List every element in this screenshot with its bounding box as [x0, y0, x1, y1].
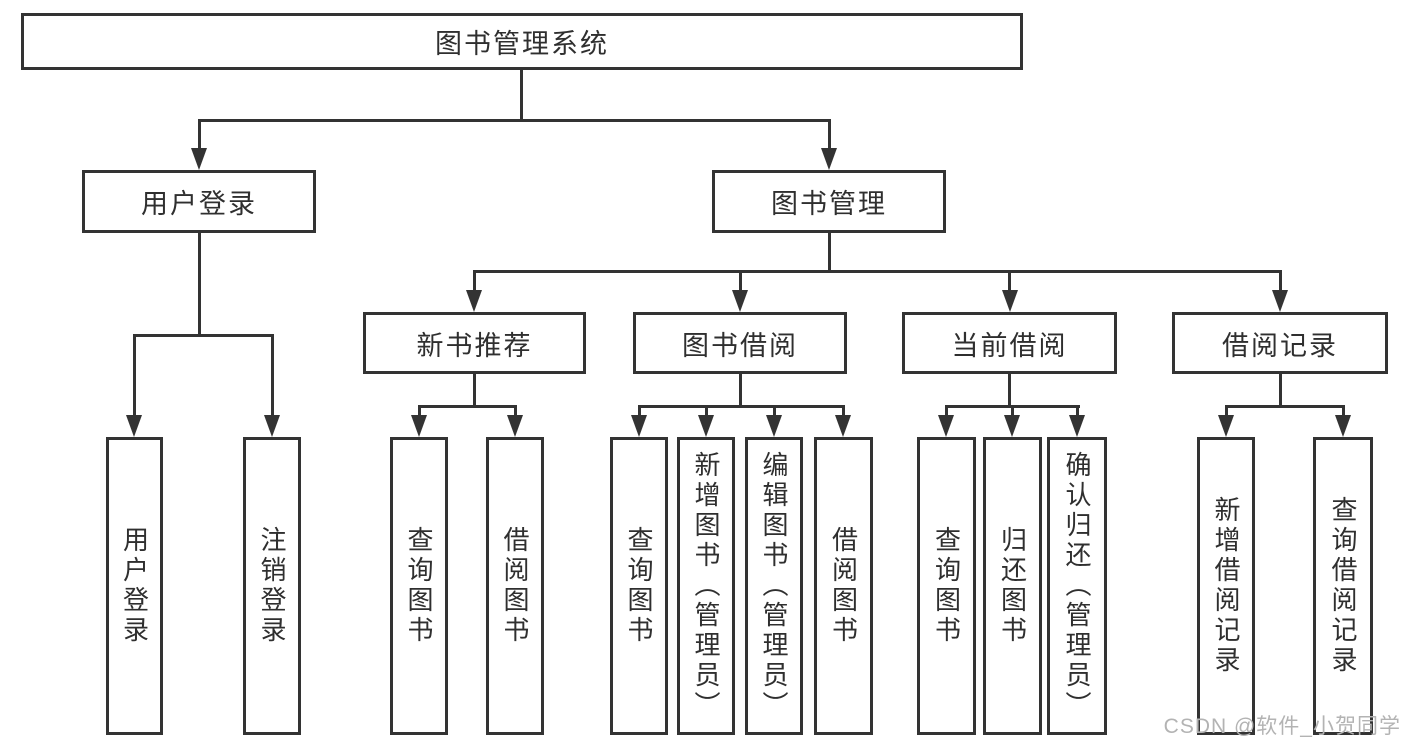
node-book-management-branch: 图书管理: [712, 170, 946, 233]
connector-drop-leaf: [944, 405, 948, 417]
arrow-down-icon: [835, 415, 851, 437]
connector-root-stub: [519, 70, 523, 122]
node-root-library-system: 图书管理系统: [21, 13, 1023, 70]
leaf-br-query-record: 查询借阅记录: [1313, 437, 1373, 735]
arrow-down-icon: [1272, 290, 1288, 312]
connector-drop-user-login: [197, 119, 201, 152]
arrow-down-icon: [1335, 415, 1351, 437]
arrow-down-icon: [411, 415, 427, 437]
arrow-down-icon: [191, 148, 207, 170]
arrow-down-icon: [1218, 415, 1234, 437]
connector-drop-leaf: [637, 405, 641, 417]
connector-drop-leaf: [417, 405, 421, 417]
node-new-book-recommend: 新书推荐: [363, 312, 586, 374]
connector-cb-stub: [1008, 374, 1011, 407]
connector-drop-l3: [1278, 270, 1282, 292]
connector-root-rail: [197, 119, 831, 122]
arrow-down-icon: [631, 415, 647, 437]
node-current-borrowing: 当前借阅: [902, 312, 1117, 374]
connector-bb-stub: [738, 374, 742, 407]
leaf-cb-query-book: 查询图书: [917, 437, 976, 735]
leaf-logout: 注销登录: [243, 437, 301, 735]
arrow-down-icon: [766, 415, 782, 437]
connector-drop-leaf: [513, 405, 517, 417]
connector-br-stub: [1278, 374, 1282, 407]
connector-rec-stub: [472, 374, 476, 407]
connector-drop-l3: [472, 270, 476, 292]
connector-drop-leaf: [1075, 405, 1079, 417]
arrow-down-icon: [821, 148, 837, 170]
connector-bb-rail: [637, 405, 845, 408]
connector-drop-leaf: [841, 405, 845, 417]
connector-drop-leaf: [1010, 405, 1014, 417]
arrow-down-icon: [938, 415, 954, 437]
connector-drop-leaf: [772, 405, 776, 417]
connector-br-rail: [1224, 405, 1344, 408]
node-borrowing-records: 借阅记录: [1172, 312, 1388, 374]
leaf-bb-add-book-admin: 新增图书（管理员）: [677, 437, 735, 735]
leaf-bb-borrow-book: 借阅图书: [814, 437, 873, 735]
arrow-down-icon: [1069, 415, 1085, 437]
arrow-down-icon: [732, 290, 748, 312]
leaf-rec-borrow-book: 借阅图书: [486, 437, 544, 735]
connector-user-rail: [132, 334, 274, 337]
arrow-down-icon: [507, 415, 523, 437]
arrow-down-icon: [126, 415, 142, 437]
node-user-login-branch: 用户登录: [82, 170, 316, 233]
connector-drop-l3: [738, 270, 742, 292]
connector-drop-leaf: [1224, 405, 1228, 417]
leaf-cb-return-book: 归还图书: [983, 437, 1042, 735]
connector-rec-rail: [417, 405, 517, 408]
arrow-down-icon: [264, 415, 280, 437]
node-book-borrowing: 图书借阅: [633, 312, 847, 374]
arrow-down-icon: [1002, 290, 1018, 312]
connector-drop-l3: [1008, 270, 1011, 292]
connector-user-stub: [197, 233, 201, 336]
leaf-rec-query-book: 查询图书: [390, 437, 448, 735]
leaf-br-add-record: 新增借阅记录: [1197, 437, 1255, 735]
arrow-down-icon: [1004, 415, 1020, 437]
connector-drop-leaf: [1341, 405, 1345, 417]
arrow-down-icon: [698, 415, 714, 437]
arrow-down-icon: [466, 290, 482, 312]
connector-mgmt-stub: [827, 233, 831, 272]
leaf-cb-confirm-return-admin: 确认归还（管理员）: [1047, 437, 1107, 735]
connector-drop-leaf: [132, 334, 136, 417]
leaf-bb-edit-book-admin: 编辑图书（管理员）: [745, 437, 803, 735]
connector-drop-book-mgmt: [827, 119, 831, 152]
connector-drop-leaf: [270, 334, 274, 417]
connector-mgmt-rail: [472, 270, 1282, 273]
leaf-bb-query-book: 查询图书: [610, 437, 668, 735]
connector-drop-leaf: [704, 405, 708, 417]
watermark: CSDN @软件_小贺同学: [1163, 715, 1401, 738]
leaf-user-login: 用户登录: [106, 437, 163, 735]
